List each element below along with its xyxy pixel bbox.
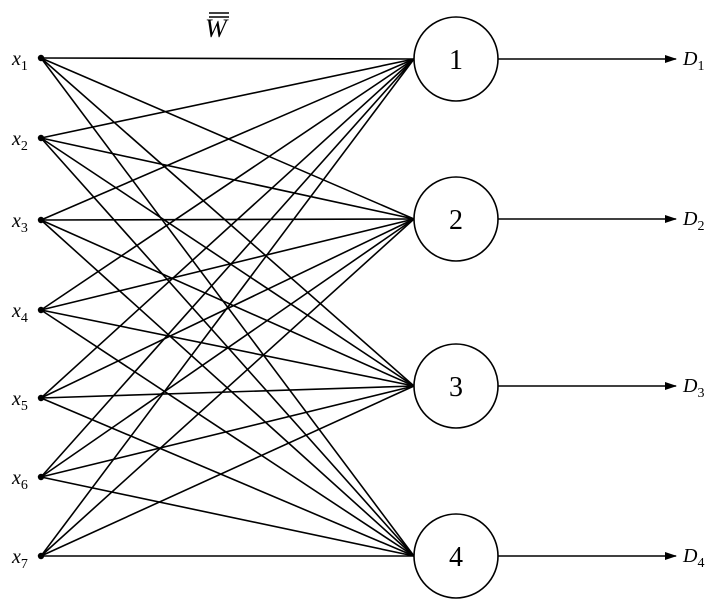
output-subscript: 3 [697,386,704,401]
neuron-label: 2 [449,205,463,236]
input-var: x [11,388,21,410]
weight-line-x2-n1 [40,58,415,139]
neuron-layer: 1 2 3 4 [413,16,499,599]
weight-line-x4-n1 [40,58,415,311]
weight-line-x5-n4 [40,397,415,557]
input-var: x [11,300,21,322]
input-node-4: x4 [11,300,45,326]
input-node-2: x2 [11,128,45,154]
output-label: D3 [682,375,704,401]
input-var: x [11,48,21,70]
input-subscript: 7 [21,557,28,572]
input-dot [37,216,45,224]
input-label: x1 [11,48,28,74]
weight-line-x3-n1 [40,58,415,221]
output-var: D [682,48,698,70]
input-subscript: 3 [21,221,28,236]
weight-line-x2-n2 [40,137,415,220]
weight-connections [40,57,415,557]
weight-line-x1-n1 [40,57,415,60]
output-4: D4 [498,545,704,571]
input-dot [37,306,45,314]
weight-line-x4-n2 [40,218,415,311]
input-node-6: x6 [11,467,45,493]
output-var: D [682,208,698,230]
input-dot [37,473,45,481]
neuron-label: 1 [449,45,463,76]
input-label: x3 [11,210,28,236]
input-subscript: 6 [21,478,28,493]
weight-line-x2-n4 [40,137,415,557]
input-node-7: x7 [11,546,45,572]
weight-line-x3-n2 [40,218,415,221]
input-subscript: 1 [21,59,28,74]
neuron-label: 3 [449,372,463,403]
output-subscript: 1 [697,59,704,74]
weight-line-x7-n1 [40,58,415,557]
input-label: x2 [11,128,28,154]
input-subscript: 2 [21,139,28,154]
output-2: D2 [498,208,704,234]
output-1: D1 [498,48,704,74]
weight-label: W [205,14,229,43]
weight-line-x3-n3 [40,219,415,387]
output-label: D4 [682,545,704,571]
input-label: x5 [11,388,28,414]
neuron-3: 3 [413,343,499,429]
neuron-label: 4 [449,542,463,573]
weight-line-x1-n3 [40,57,415,387]
neuron-1: 1 [413,16,499,102]
weight-line-x6-n1 [40,58,415,478]
input-label: x7 [11,546,28,572]
weight-line-x5-n1 [40,58,415,399]
input-node-1: x1 [11,48,45,74]
input-var: x [11,467,21,489]
input-subscript: 5 [21,399,28,414]
input-dot [37,134,45,142]
weight-line-x6-n2 [40,218,415,478]
input-label: x4 [11,300,28,326]
output-3: D3 [498,375,704,401]
output-label: D2 [682,208,704,234]
input-dot [37,54,45,62]
input-dot [37,552,45,560]
input-subscript: 4 [21,311,28,326]
weight-line-x6-n3 [40,385,415,478]
output-label: D1 [682,48,704,74]
weight-line-x2-n3 [40,137,415,387]
output-var: D [682,545,698,567]
input-var: x [11,128,21,150]
neuron-2: 2 [413,176,499,262]
input-var: x [11,210,21,232]
input-node-3: x3 [11,210,45,236]
weight-matrix-label: W [205,12,229,43]
weight-line-x7-n3 [40,385,415,557]
weight-line-x7-n2 [40,218,415,557]
output-var: D [682,375,698,397]
input-var: x [11,546,21,568]
input-node-5: x5 [11,388,45,414]
weight-line-x1-n2 [40,57,415,220]
weight-line-x4-n4 [40,309,415,557]
weight-line-x6-n4 [40,476,415,557]
neuron-4: 4 [413,513,499,599]
input-dot [37,394,45,402]
output-subscript: 2 [697,219,704,234]
weight-line-x5-n3 [40,385,415,399]
input-label: x6 [11,467,28,493]
output-subscript: 4 [697,556,704,571]
